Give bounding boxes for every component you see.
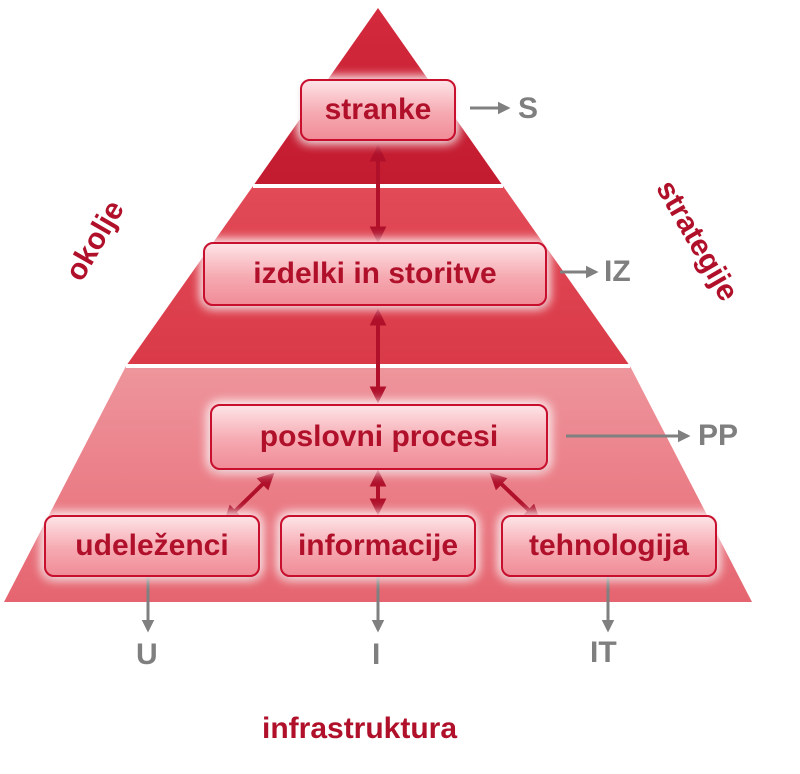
- arrow-procesi-udelezenci: [223, 472, 275, 523]
- node-udelezenci: udeleženci: [44, 515, 260, 577]
- node-izdelki-in-storitve: izdelki in storitve: [203, 242, 547, 306]
- node-poslovni-procesi: poslovni procesi: [210, 404, 548, 470]
- node-tehnologija: tehnologija: [501, 515, 717, 577]
- side-label-infrastruktura: infrastruktura: [262, 712, 458, 745]
- node-informacije: informacije: [280, 515, 476, 577]
- arrow-procesi-tehnologija: [489, 472, 541, 522]
- output-label-u: U: [136, 638, 158, 671]
- node-stranke: stranke: [300, 79, 456, 141]
- output-label-iz: IZ: [604, 255, 631, 288]
- output-label-i: I: [372, 638, 381, 671]
- output-label-it: IT: [590, 636, 617, 669]
- output-label-s: S: [518, 92, 539, 125]
- output-label-pp: PP: [698, 419, 739, 452]
